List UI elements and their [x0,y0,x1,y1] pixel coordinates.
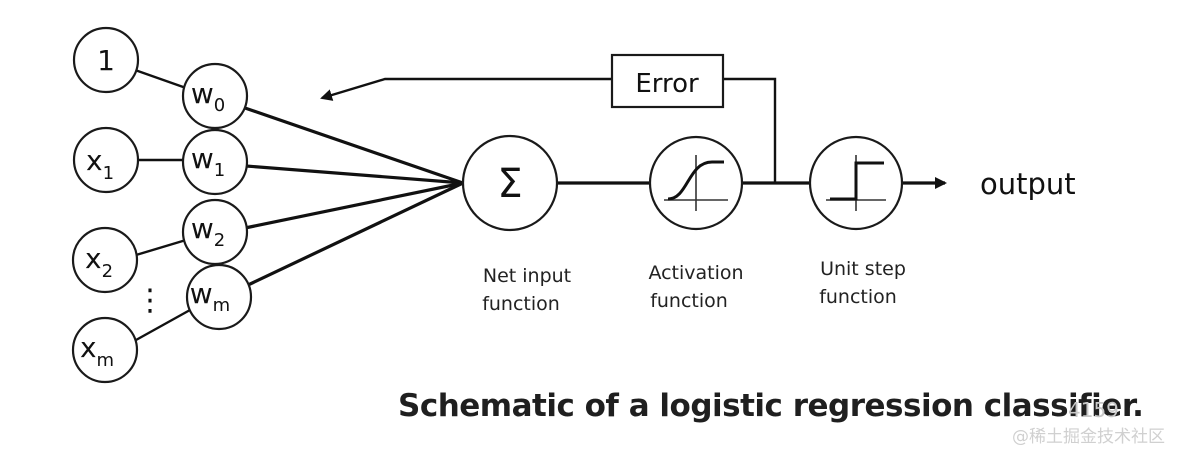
weight-node-wm: wm [185,263,253,331]
watermark-site: @稀土掘金技术社区 [1012,427,1165,447]
error-label: Error [635,69,699,99]
figure-title: Schematic of a logistic regression class… [398,388,1144,424]
weight-w1-sub: 1 [214,160,225,181]
net-input-caption-line1: Net input [483,265,571,287]
input-x1-base: x [86,144,103,177]
weight-w0-base: w [191,77,214,110]
activation-caption-line1: Activation [648,262,743,284]
wire-xm-wm [135,308,191,342]
weight-node-w0: w0 [181,62,249,130]
net-input-caption-line2: function [482,293,560,315]
svg-text:x1: x1 [86,144,114,184]
input-x1-sub: 1 [103,163,114,184]
output-label: output [980,167,1076,201]
input-node-xm: xm [71,316,139,384]
input-ellipsis: ⋮ [135,283,165,318]
unit-step-caption-line2: function [819,286,897,308]
sigmoid-icon [667,160,724,201]
input-node-bias: 1 [72,26,140,94]
input-bias-label: 1 [97,44,115,77]
weight-w0-sub: 0 [214,95,225,116]
wire-wm-sum [247,181,464,287]
svg-text:w2: w2 [191,212,225,251]
feedback-arrow [320,77,612,101]
svg-text:x2: x2 [85,242,113,282]
weight-node-w1: w1 [181,128,249,196]
activation-node [648,135,744,231]
weight-wm-sub: m [213,295,231,316]
sigma-icon: Σ [497,161,522,207]
activation-caption-line2: function [650,290,728,312]
wire-x2-w2 [135,238,187,257]
input-node-x1: x1 [72,126,140,194]
unit-step-caption-line1: Unit step [820,258,906,280]
feedback-wire-up [723,77,777,183]
step-function-icon [830,161,884,201]
weight-w1-base: w [191,142,214,175]
input-node-x2: x2 [71,226,139,294]
svg-text:xm: xm [80,331,114,371]
weight-w2-base: w [191,212,214,245]
weight-wm-base: w [190,277,213,310]
wire-1-w0 [134,68,187,90]
input-x2-base: x [85,242,102,275]
input-xm-base: x [80,331,97,364]
svg-text:w1: w1 [191,142,225,181]
weight-w2-sub: 2 [214,230,225,251]
net-input-node: Σ [461,134,559,232]
wire-w1-sum [245,164,464,185]
weight-node-w2: w2 [181,198,249,266]
unit-step-node [808,135,904,231]
watermark-number: 4159 [1068,398,1119,422]
svg-text:w0: w0 [191,77,225,116]
wire-w2-sum [244,181,464,230]
wire-w0-sum [244,106,464,185]
input-xm-sub: m [97,350,115,371]
input-x2-sub: 2 [102,261,113,282]
error-box [610,53,725,109]
svg-text:wm: wm [190,277,230,316]
